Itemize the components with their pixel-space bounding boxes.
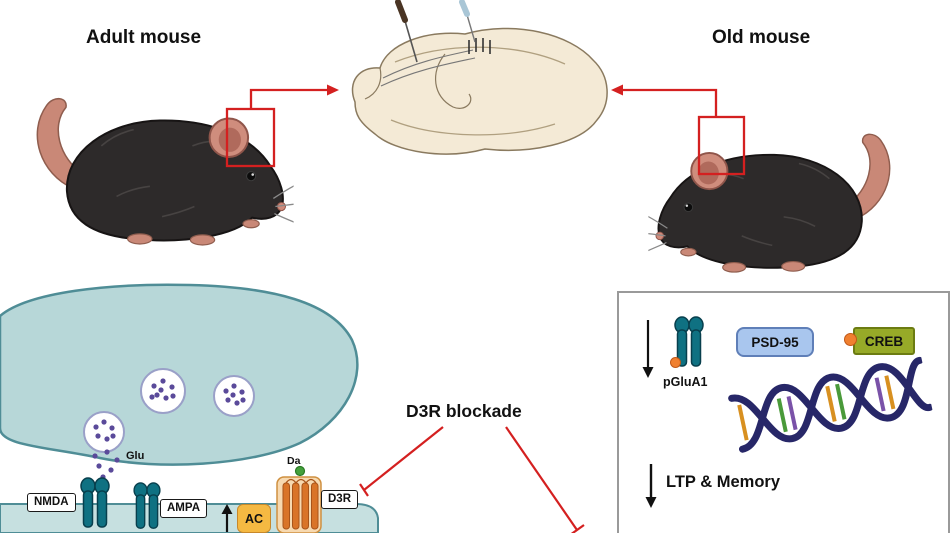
decrease-arrow-ltp-icon <box>645 464 657 508</box>
pglua1-label: pGluA1 <box>663 375 708 389</box>
glu-label: Glu <box>126 450 145 462</box>
released-glutamate-dots <box>92 449 120 480</box>
tissue-sampling-arrows <box>225 84 746 176</box>
ltp-memory-label: LTP & Memory <box>666 473 780 491</box>
ampa-label: AMPA <box>160 499 208 518</box>
psd95-box: PSD-95 <box>736 327 814 357</box>
head-highlight-right <box>697 115 746 176</box>
releasing-vesicle <box>83 411 125 453</box>
creb-box: CREB <box>853 327 915 355</box>
ac-enzyme-box: AC <box>237 504 271 533</box>
nmda-label: NMDA <box>27 493 76 512</box>
head-highlight-left <box>225 107 276 168</box>
synaptic-vesicle-2 <box>213 375 255 417</box>
da-label: Da <box>287 455 301 467</box>
old-mouse-label: Old mouse <box>712 27 811 48</box>
electrode-dark-icon <box>395 0 418 63</box>
pglua1-phospho-dot <box>670 357 681 368</box>
inhibition-lines <box>359 426 585 533</box>
synaptic-vesicle-1 <box>140 368 186 414</box>
ampa-receptor-icon <box>133 482 161 530</box>
adult-mouse-label: Adult mouse <box>86 27 202 48</box>
d3r-label: D3R <box>321 490 359 509</box>
dna-helix-illustration <box>728 356 934 453</box>
arrow-right-to-brain <box>622 88 718 117</box>
dopamine-dot <box>294 465 306 477</box>
d3r-blockade-label: D3R blockade <box>406 401 522 421</box>
d3r-receptor-icon <box>276 476 322 533</box>
synapse-illustration <box>0 283 585 533</box>
brain-illustration <box>351 0 608 155</box>
creb-phospho-dot <box>844 333 857 346</box>
electrode-blue-icon <box>459 0 476 43</box>
arrowhead-right <box>611 84 623 96</box>
decrease-arrow-icon <box>642 320 654 378</box>
arrowhead-left <box>327 84 339 96</box>
nmda-receptor-icon <box>80 477 110 529</box>
electrode-contact-marks <box>468 38 491 54</box>
arrow-left-to-brain <box>249 88 328 109</box>
increase-arrow-icon <box>221 504 233 532</box>
